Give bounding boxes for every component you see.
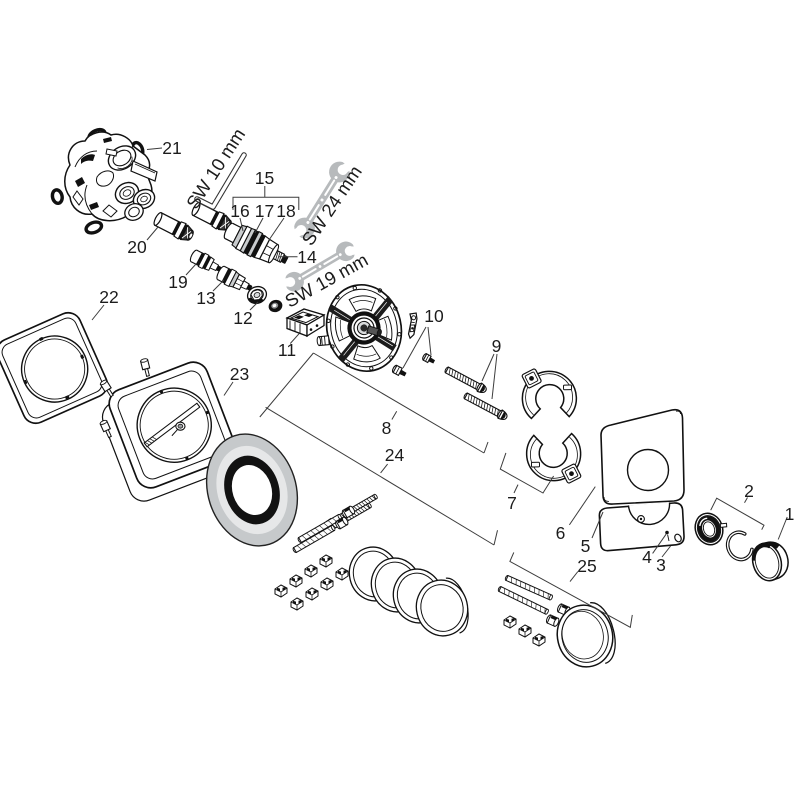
label-14: 14 [297, 247, 317, 267]
part-valve-body [64, 131, 158, 222]
label-6: 6 [556, 523, 566, 543]
part-seal-frame [0, 311, 109, 425]
label-4: 4 [642, 547, 652, 567]
label-21: 21 [162, 138, 181, 158]
part-valve-13 [216, 265, 253, 291]
label-10: 10 [424, 306, 444, 326]
part-screw-long-1 [444, 366, 487, 393]
label-15: 15 [255, 168, 274, 188]
label-9: 9 [492, 336, 502, 356]
label-12: 12 [233, 308, 252, 328]
kit24-rings [343, 541, 469, 637]
part-carrier-plate [316, 283, 403, 373]
label-22: 22 [99, 287, 118, 307]
part-kit25-rod-1 [504, 574, 553, 601]
label-17: 17 [255, 201, 274, 221]
part-kit25-rod-2 [497, 585, 549, 615]
part-kit24-pin-2 [292, 516, 349, 554]
part-screw-small-2 [422, 353, 436, 364]
label-11: 11 [278, 340, 296, 360]
label-25: 25 [577, 556, 596, 576]
label-7: 7 [507, 493, 517, 513]
label-23: 23 [230, 364, 249, 384]
label-19: 19 [168, 272, 187, 292]
part-thermostat-cartridge [223, 222, 289, 264]
part-crescent-upper [521, 368, 578, 420]
part-safety-clip [407, 312, 418, 340]
part-oring-3 [674, 533, 682, 543]
escutcheon-pin-1 [139, 358, 151, 377]
wrench-19-icon [280, 241, 360, 292]
callout-lines [91, 147, 788, 629]
part-screw-long-2 [463, 392, 508, 420]
part-plate-upper [600, 408, 685, 505]
part-kit25-nut-2 [545, 614, 560, 627]
part-kit25-sleeve [556, 602, 616, 668]
part-check-valve-1 [153, 211, 194, 241]
o-ring-bottom [84, 220, 104, 235]
part-nut-12 [246, 285, 268, 305]
label-3: 3 [656, 555, 666, 575]
part-plate-lower [598, 502, 685, 552]
part-screw-small-1 [391, 364, 407, 377]
part-function-block [285, 308, 326, 338]
part-knob [751, 541, 789, 582]
part-snap-ring [725, 530, 754, 562]
label-20: 20 [127, 237, 147, 257]
part-escutcheon-carrier [101, 361, 236, 502]
escutcheon-pin-3 [99, 419, 112, 439]
hex-key-icon [194, 152, 247, 210]
part-pin-4 [665, 530, 670, 542]
label-18: 18 [276, 201, 295, 221]
part-kit24-pin-1 [297, 505, 356, 544]
label-13: 13 [196, 288, 215, 308]
label-5: 5 [581, 536, 591, 556]
label-2: 2 [744, 481, 754, 501]
part-valve-19 [189, 249, 222, 272]
o-ring-left [50, 188, 64, 206]
part-crescent-lower [525, 432, 582, 484]
label-8: 8 [382, 418, 392, 438]
part-stop-ring [694, 512, 728, 546]
escutcheon-pin-2 [99, 379, 114, 398]
part-seal-disc [205, 433, 299, 547]
part-grommet [268, 299, 283, 313]
wrench-24-icon [289, 157, 355, 243]
kit24-clips [274, 554, 349, 611]
label-1: 1 [785, 504, 795, 524]
kit25-clips [503, 615, 546, 647]
label-16: 16 [230, 201, 249, 221]
label-24: 24 [385, 445, 405, 465]
